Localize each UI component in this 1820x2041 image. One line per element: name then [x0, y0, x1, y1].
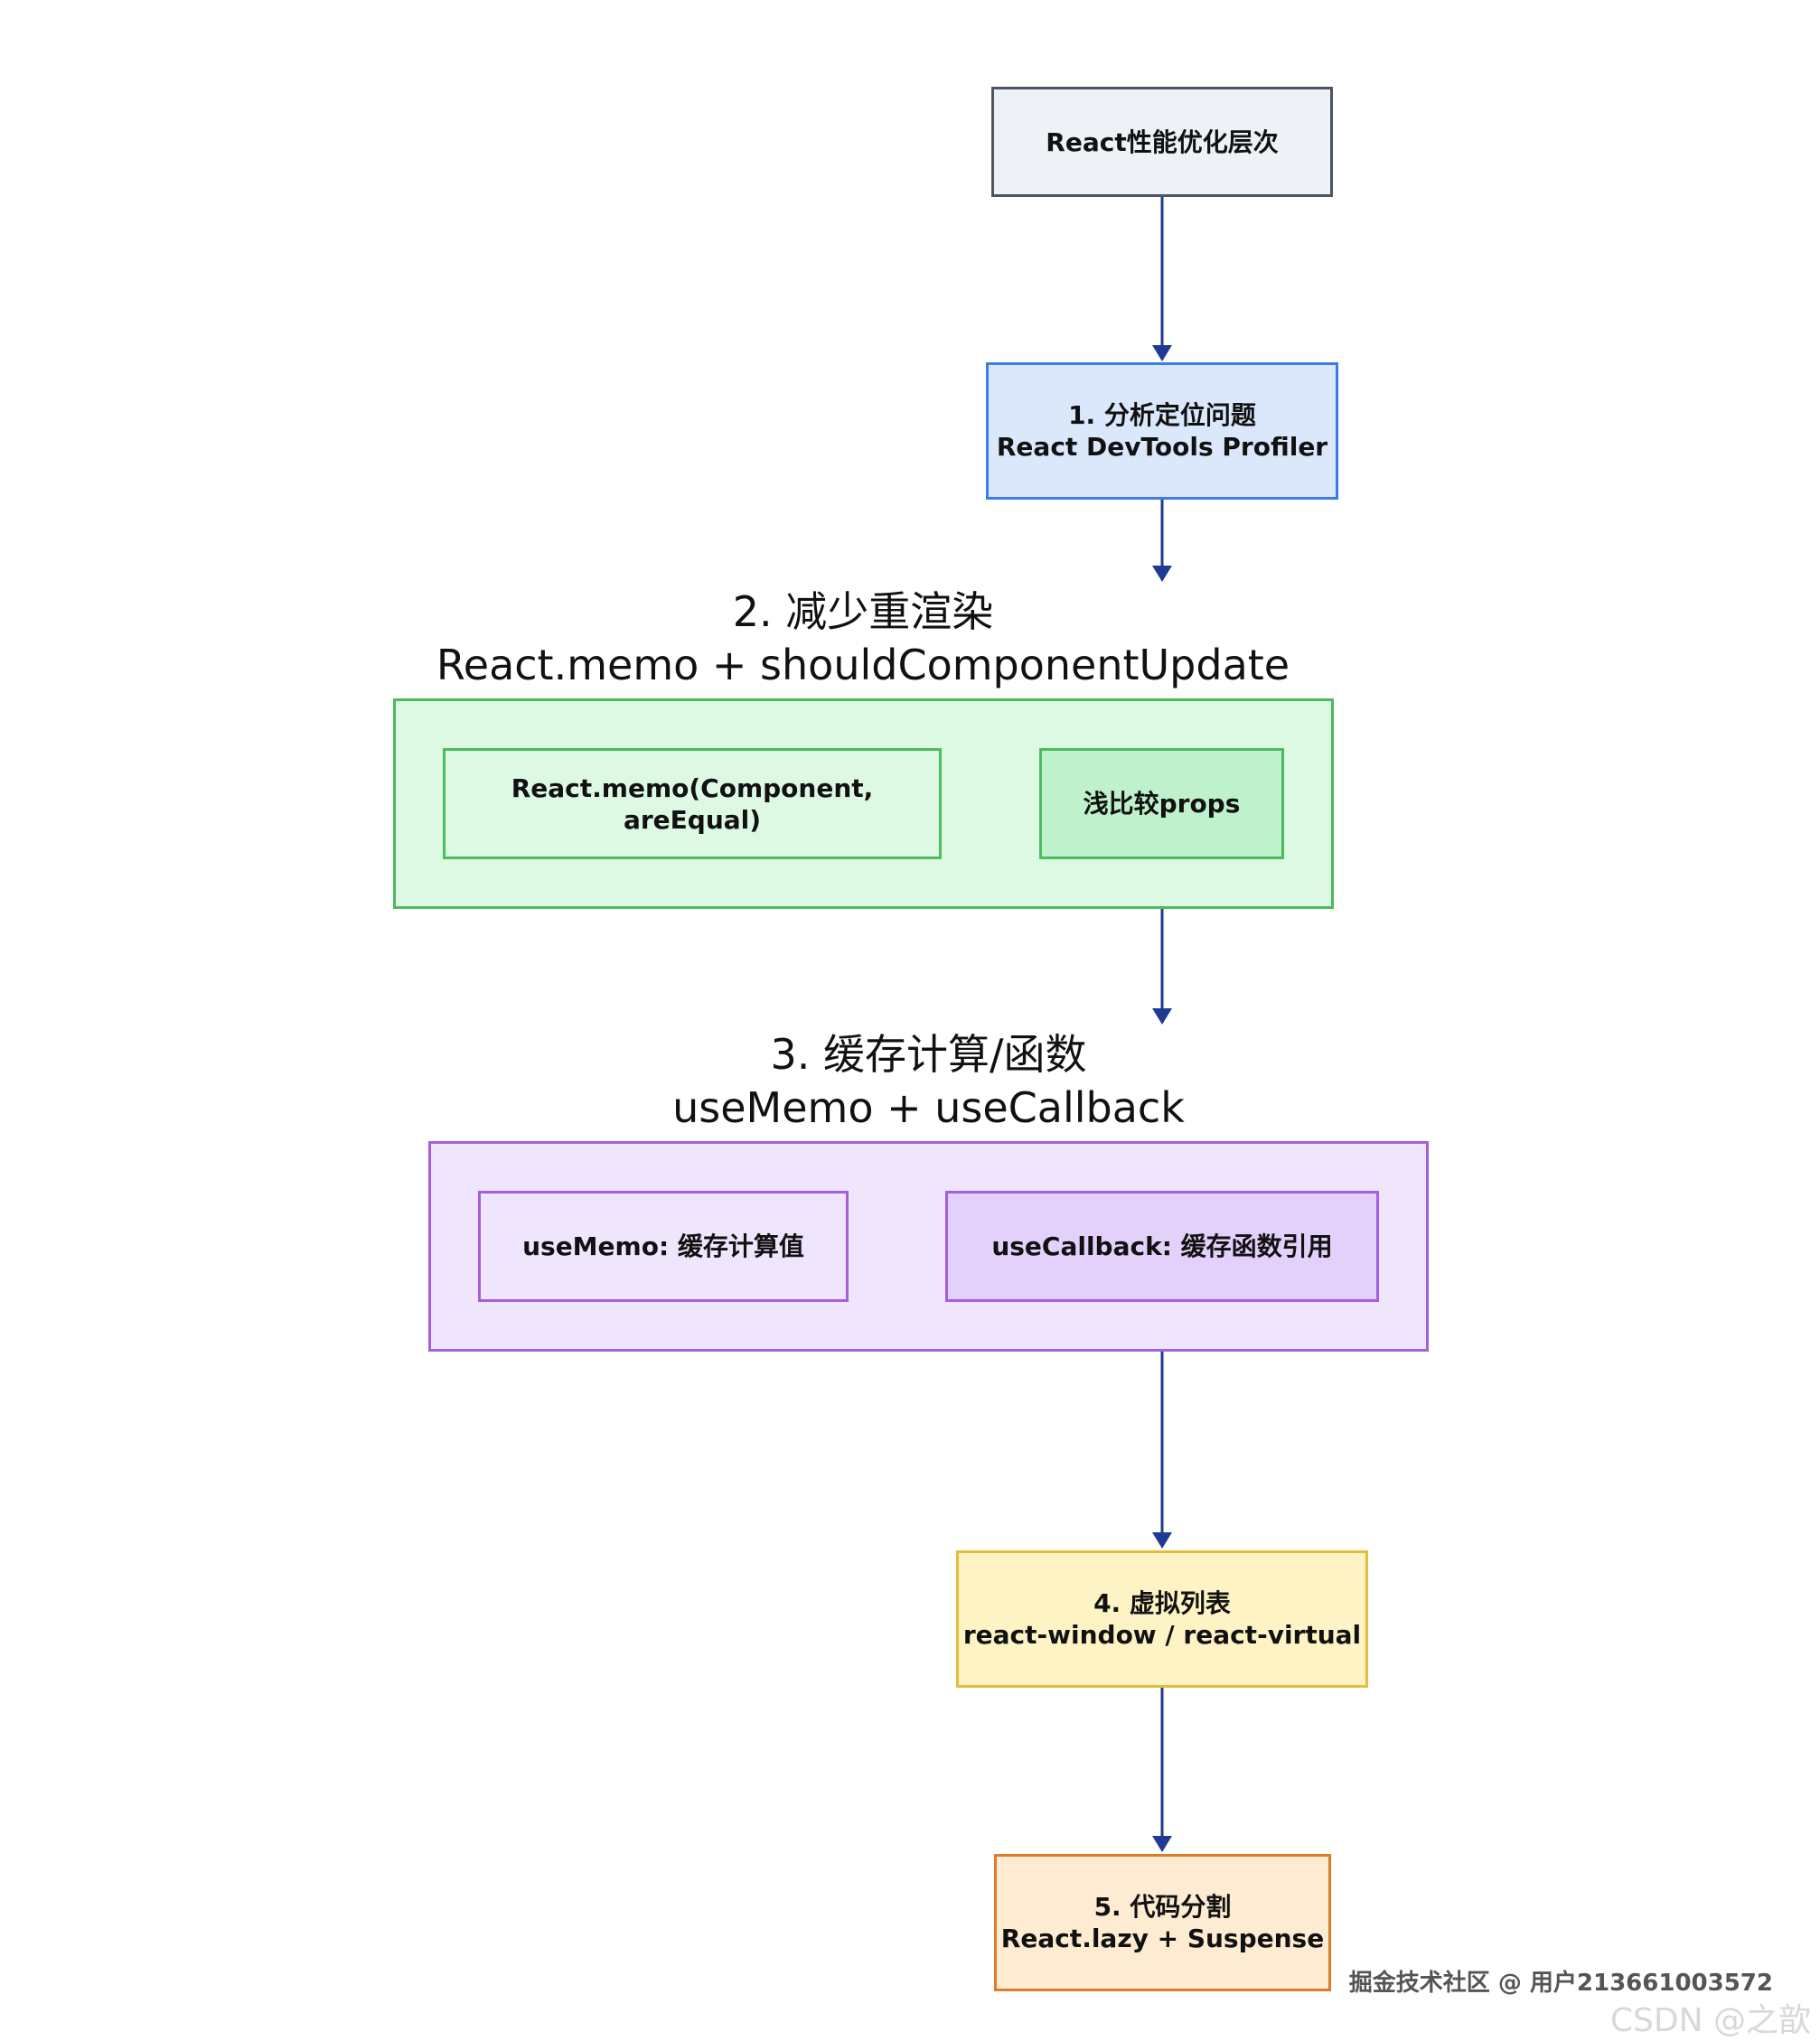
step2-label-title: 2. 减少重渲染: [732, 587, 994, 636]
step5-node: 5. 代码分割 React.lazy + Suspense: [994, 1854, 1331, 1991]
step2-node-react-memo-text: React.memo(Component, areEqual): [511, 772, 874, 835]
step3-label-subtitle: useMemo + useCallback: [672, 1082, 1185, 1132]
step2-label-subtitle: React.memo + shouldComponentUpdate: [436, 640, 1290, 689]
step2-node-shallow-compare-text: 浅比较props: [1083, 789, 1241, 819]
step1-subtitle: React DevTools Profiler: [996, 432, 1328, 462]
step1-node: 1. 分析定位问题 React DevTools Profiler: [986, 362, 1338, 500]
step2-label: 2. 减少重渲染 React.memo + shouldComponentUpd…: [393, 585, 1333, 692]
step4-node: 4. 虚拟列表 react-window / react-virtual: [956, 1550, 1368, 1688]
root-node: React性能优化层次: [991, 87, 1333, 197]
step5-title: 5. 代码分割: [1093, 1892, 1232, 1922]
step3-label: 3. 缓存计算/函数 useMemo + useCallback: [428, 1028, 1429, 1135]
step3-node-usecallback-text: useCallback: 缓存函数引用: [991, 1231, 1333, 1261]
step3-label-title: 3. 缓存计算/函数: [770, 1030, 1087, 1079]
arrowhead-step5: [1152, 1836, 1172, 1852]
step4-title: 4. 虚拟列表: [1093, 1588, 1231, 1618]
step3-node-usememo-text: useMemo: 缓存计算值: [522, 1231, 804, 1261]
juejin-watermark: 掘金技术社区 @ 用户213661003572: [1348, 1970, 1773, 1997]
step2-node-react-memo: React.memo(Component, areEqual): [443, 748, 942, 859]
arrowhead-step1: [1152, 345, 1172, 361]
arrowhead-step4: [1152, 1532, 1172, 1549]
step5-subtitle: React.lazy + Suspense: [1000, 1924, 1325, 1953]
root-node-text: React性能优化层次: [1046, 126, 1279, 157]
step3-node-usememo: useMemo: 缓存计算值: [478, 1191, 849, 1302]
step4-subtitle: react-window / react-virtual: [962, 1620, 1362, 1650]
arrowhead-step2: [1152, 566, 1172, 582]
csdn-watermark: CSDN @之歆: [1609, 2002, 1811, 2039]
arrowhead-step3: [1152, 1008, 1172, 1025]
step2-node-shallow-compare: 浅比较props: [1039, 748, 1284, 859]
step3-node-usecallback: useCallback: 缓存函数引用: [945, 1191, 1379, 1302]
step1-title: 1. 分析定位问题: [1068, 400, 1256, 430]
